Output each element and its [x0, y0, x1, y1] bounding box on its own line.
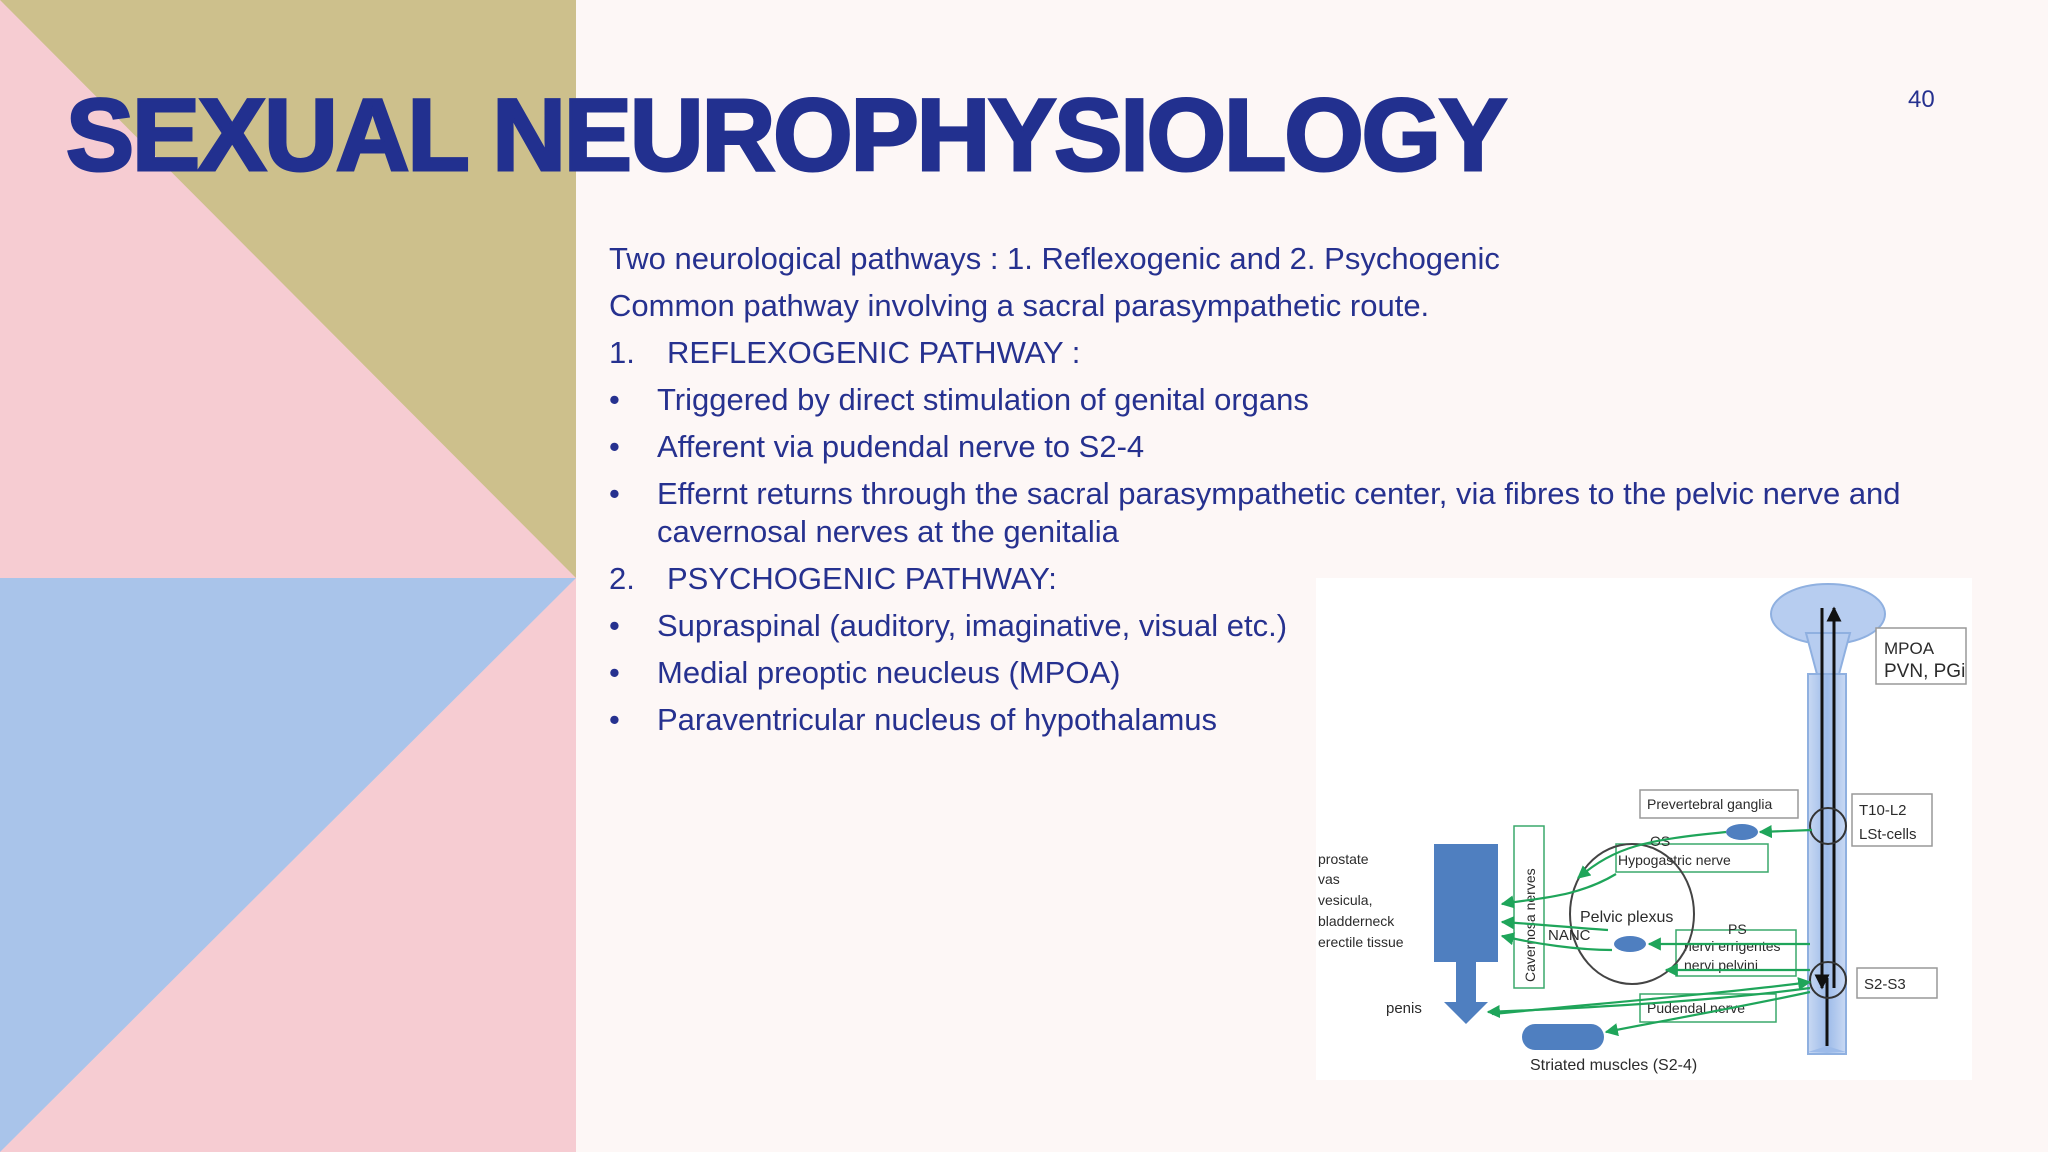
nervi-box: [1675, 929, 1797, 977]
pelvic-ganglion: [1614, 936, 1646, 952]
intro-line: Common pathway involving a sacral parasy…: [609, 288, 1430, 323]
s2s3-label: S2-S3: [1864, 976, 1906, 993]
pelvic-plexus-circle: [1569, 843, 1695, 985]
cavernosa-box: [1513, 825, 1545, 989]
t10-label: T10-L2: [1859, 802, 1907, 819]
hypogastric-label: Hypogastric nerve: [1618, 852, 1731, 868]
bullet-text: Medial preoptic neucleus (MPOA): [657, 655, 1121, 690]
bullet-dot: •: [609, 702, 620, 737]
hypogastric-box: [1615, 843, 1769, 873]
bullet-text: Effernt returns through the sacral paras…: [657, 476, 1901, 549]
section-number: 1.: [609, 335, 635, 370]
prevertebral-label: Prevertebral ganglia: [1647, 796, 1773, 812]
section-heading: 1. REFLEXOGENIC PATHWAY :: [609, 334, 1969, 381]
bullet-text: Paraventricular nucleus of hypothalamus: [657, 702, 1218, 737]
neurophysiology-diagram: MPOA PVN, PGi Prevertebral ganglia T10-L…: [1316, 578, 1972, 1080]
penis-label: penis: [1386, 1000, 1422, 1017]
bullet-text: Supraspinal (auditory, imaginative, visu…: [657, 608, 1288, 643]
nervi-erigentes-label: nervi errigentes: [1684, 938, 1781, 954]
bullet-dot: •: [609, 429, 620, 464]
s2s3-box: [1856, 967, 1938, 999]
pudendal-label: Pudendal nerve: [1647, 1000, 1745, 1016]
bullet-dot: •: [609, 608, 620, 643]
striated-label: Striated muscles (S2-4): [1530, 1057, 1697, 1074]
lst-label: LSt-cells: [1859, 826, 1917, 843]
nerve-arrows: [1486, 824, 1813, 1037]
t10-center-marker: [1809, 807, 1847, 845]
page-number: 40: [1908, 86, 1935, 113]
pelvic-plexus-label: Pelvic plexus: [1580, 909, 1673, 926]
striated-muscle-shape: [1522, 1024, 1604, 1050]
section-heading: 2. PSYCHOGENIC PATHWAY:: [609, 560, 1969, 607]
background-shapes: [0, 0, 576, 1152]
bullet-dot: •: [609, 655, 620, 690]
bullet-item: • Supraspinal (auditory, imaginative, vis…: [609, 607, 1969, 654]
prevertebral-ganglion: [1726, 824, 1758, 840]
organ-label: vesicula,: [1318, 892, 1372, 908]
mpoa-label: MPOA: [1884, 639, 1935, 658]
intro-line: Two neurological pathways : 1. Reflexoge…: [609, 241, 1500, 276]
bullet-item: • Triggered by direct stimulation of geni…: [609, 381, 1969, 428]
t10-box: [1851, 793, 1933, 847]
organ-label: vas: [1318, 871, 1340, 887]
bullet-text: Afferent via pudendal nerve to S2-4: [657, 429, 1145, 464]
slide-content: Two neurological pathways : 1. Reflexoge…: [609, 240, 1969, 748]
cavernosa-label: Cavernosa nerves: [1522, 868, 1538, 982]
slide-title: SEXUAL NEUROPHYSIOLOGY: [64, 78, 1508, 192]
mpoa-box: [1875, 627, 1967, 685]
section-heading-text: PSYCHOGENIC PATHWAY:: [667, 561, 1057, 596]
organ-label: prostate: [1318, 851, 1369, 867]
organ-label: erectile tissue: [1318, 934, 1404, 950]
bullet-text: Triggered by direct stimulation of genit…: [657, 382, 1309, 417]
organ-block: [1434, 844, 1498, 962]
section-heading-text: REFLEXOGENIC PATHWAY :: [667, 335, 1081, 370]
bullet-item: • Paraventricular nucleus of hypothalamus: [609, 701, 1969, 748]
bullet-item: • Effernt returns through the sacral para…: [609, 475, 1969, 551]
pvn-label: PVN, PGi: [1884, 661, 1965, 682]
organ-label: bladderneck: [1318, 913, 1395, 929]
section-number: 2.: [609, 561, 635, 596]
bullet-item: • Medial preoptic neucleus (MPOA): [609, 654, 1969, 701]
bullet-dot: •: [609, 382, 620, 417]
organ-labels: prostate vas vesicula, bladderneck erect…: [1318, 851, 1404, 950]
bullet-dot: •: [609, 476, 620, 511]
prevertebral-box: [1639, 789, 1799, 819]
nanc-label: NANC: [1548, 927, 1591, 944]
ps-label: PS: [1728, 921, 1747, 937]
bullet-item: • Afferent via pudendal nerve to S2-4: [609, 428, 1969, 475]
